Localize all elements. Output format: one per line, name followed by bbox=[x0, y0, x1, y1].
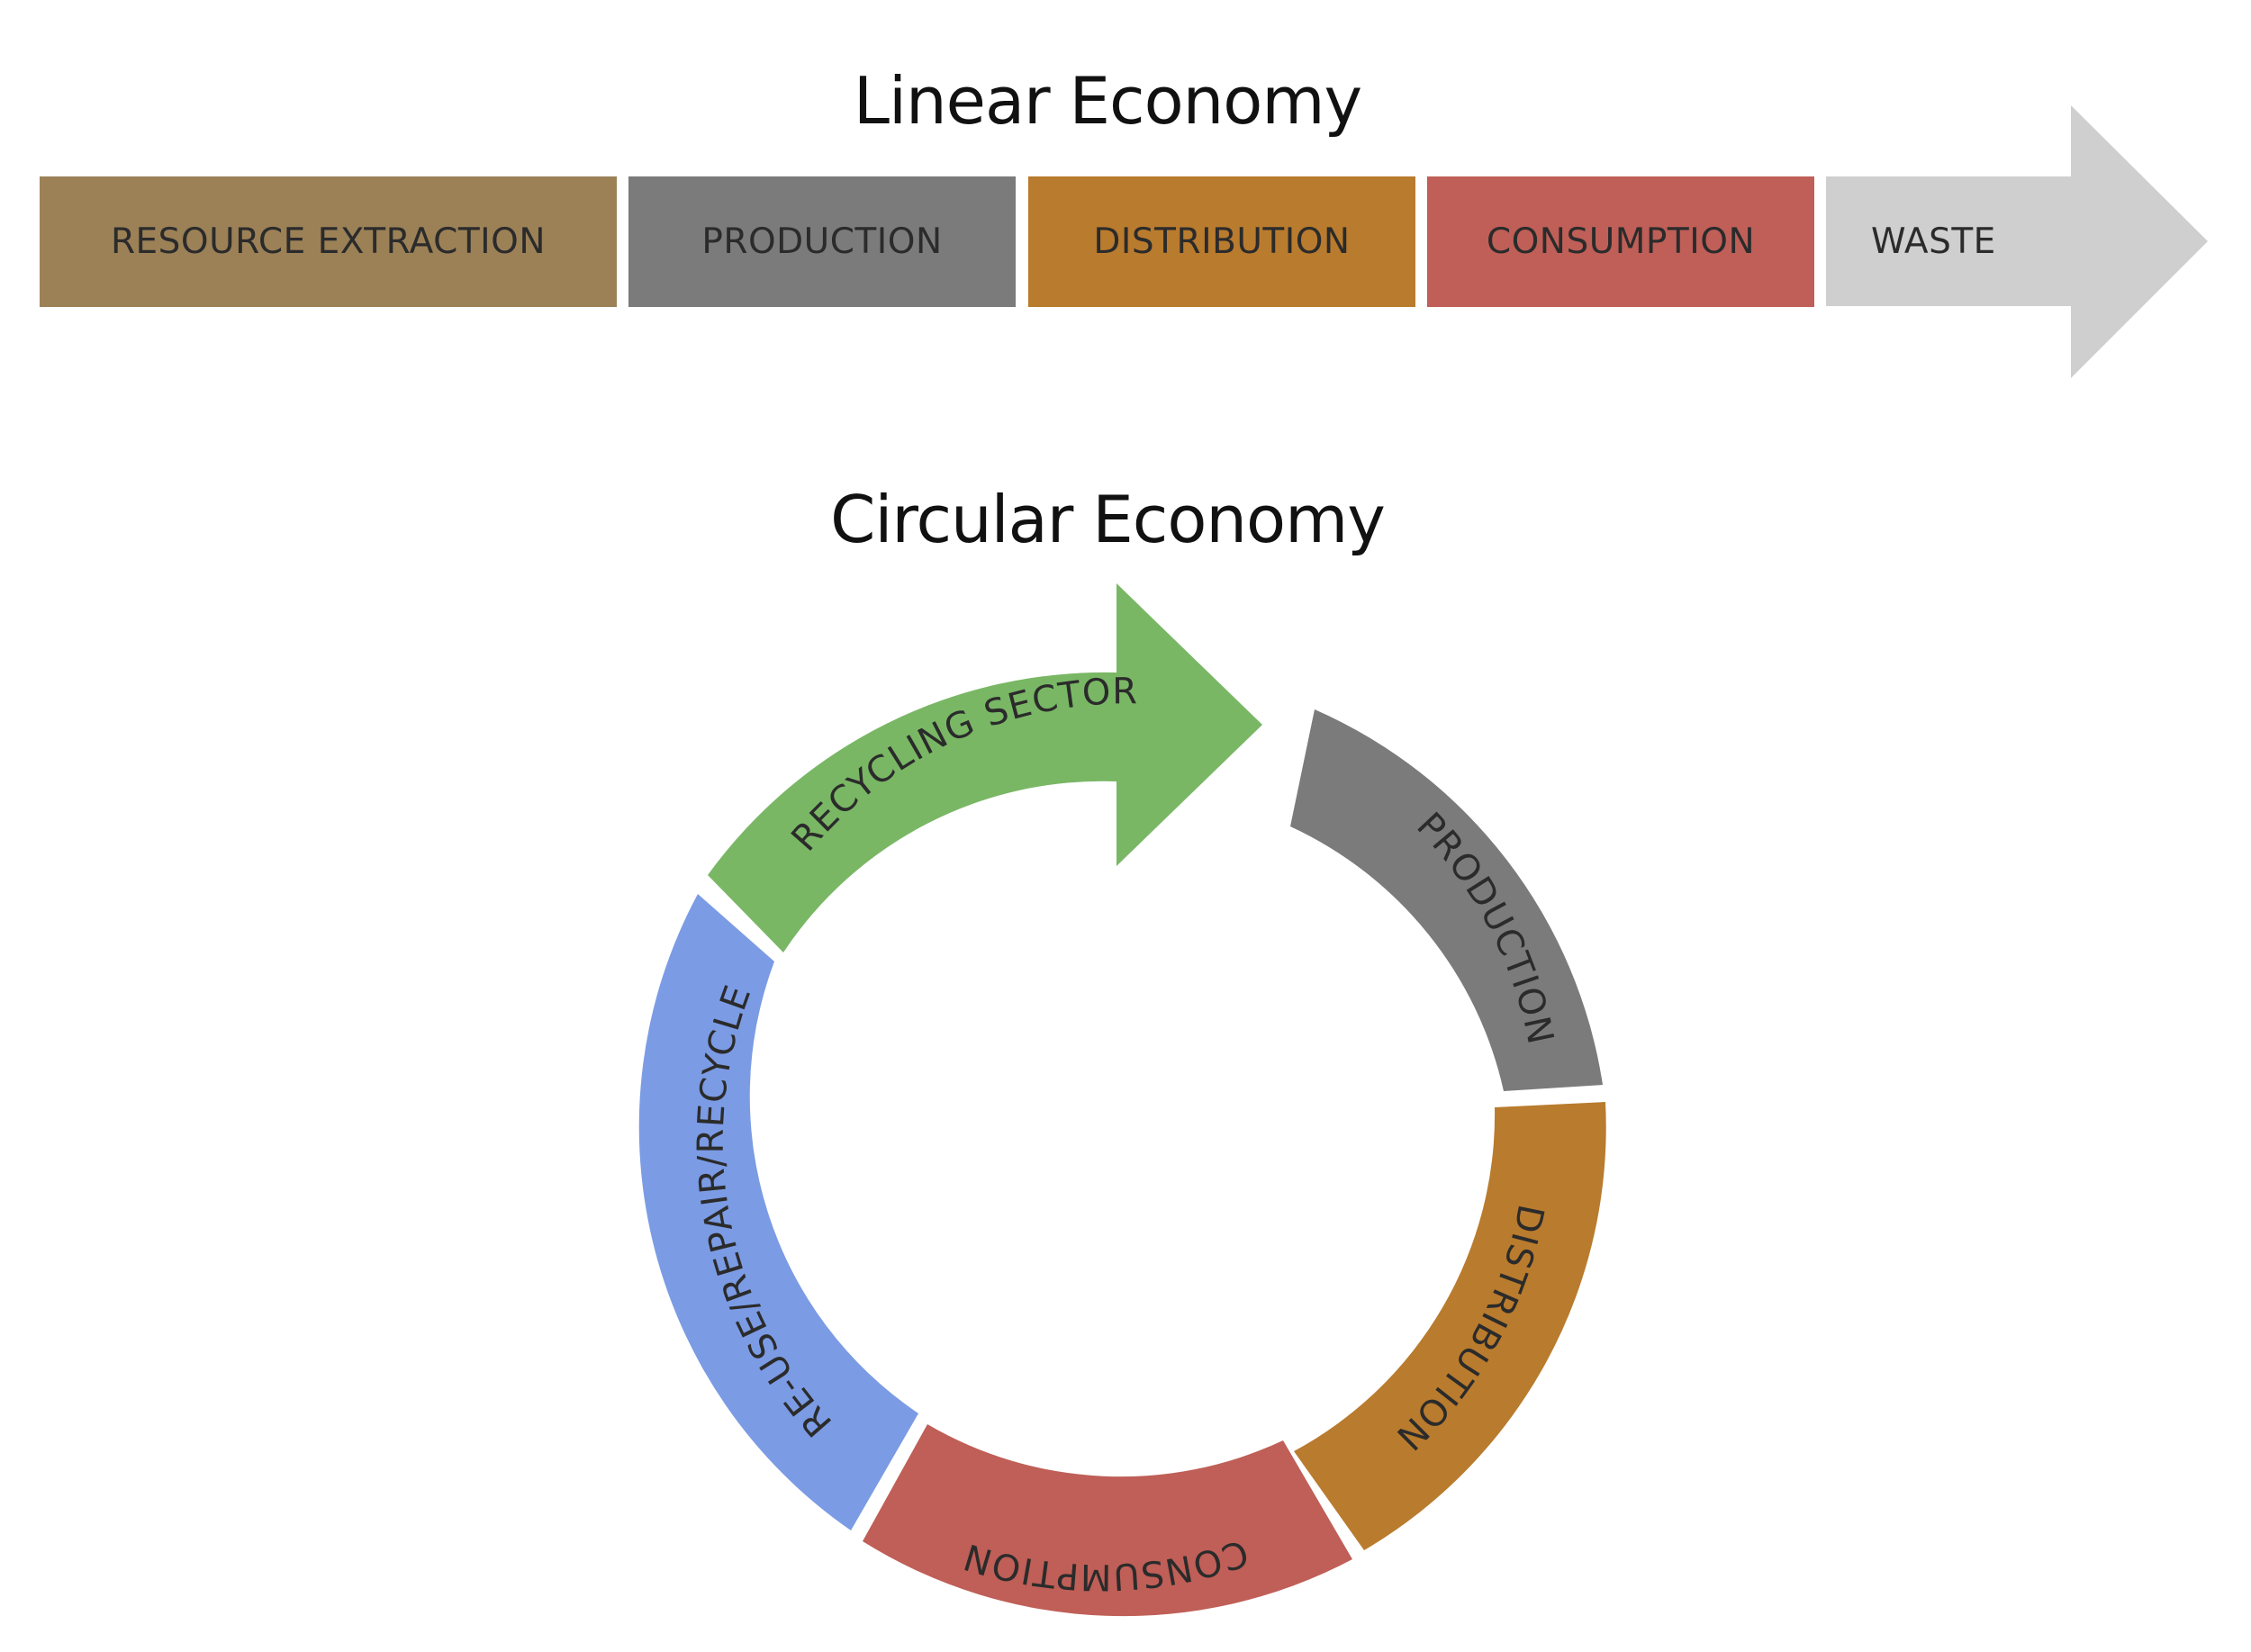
segment-distribution bbox=[1294, 1102, 1606, 1550]
linear-stage-label: DISTRIBUTION bbox=[1093, 221, 1351, 262]
segment-recycling-sector bbox=[708, 583, 1262, 952]
linear-stage-label: WASTE bbox=[1871, 221, 1996, 262]
linear-stage-label: RESOURCE EXTRACTION bbox=[110, 221, 547, 262]
segment-production bbox=[1290, 709, 1603, 1091]
linear-stage-distribution: DISTRIBUTION bbox=[1028, 176, 1415, 307]
linear-stage-waste: WASTE bbox=[1826, 176, 2051, 307]
linear-stage-resource-extraction: RESOURCE EXTRACTION bbox=[40, 176, 617, 307]
linear-stage-label: CONSUMPTION bbox=[1486, 221, 1756, 262]
linear-stage-production: PRODUCTION bbox=[628, 176, 1016, 307]
segment-consumption bbox=[863, 1424, 1352, 1617]
circular-economy-title: Circular Economy bbox=[830, 482, 1386, 557]
linear-economy-title: Linear Economy bbox=[853, 63, 1362, 139]
waste-arrow bbox=[1826, 105, 2208, 378]
linear-stage-label: PRODUCTION bbox=[701, 221, 943, 262]
segment-re-use-repair-recycle bbox=[638, 894, 918, 1530]
linear-stage-consumption: CONSUMPTION bbox=[1427, 176, 1814, 307]
